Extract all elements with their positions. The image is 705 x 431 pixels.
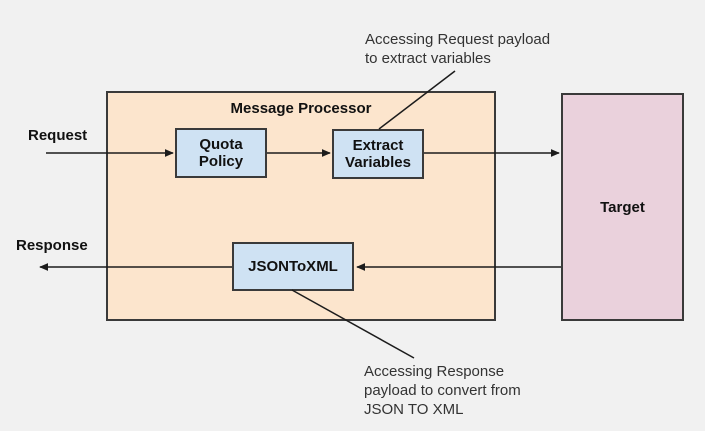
request-label: Request bbox=[28, 127, 88, 144]
request-payload-annotation: Accessing Request payload to extract var… bbox=[365, 30, 550, 68]
extract-variables-label-line1: Extract bbox=[352, 137, 404, 154]
json-to-xml-node: JSONToXML bbox=[232, 242, 354, 291]
target-node: Target bbox=[561, 93, 684, 321]
extract-variables-label: Extract Variables bbox=[345, 137, 411, 171]
json-to-xml-label: JSONToXML bbox=[248, 258, 338, 275]
extract-variables-label-line2: Variables bbox=[345, 154, 411, 171]
request-payload-annotation-line1: Accessing Request payload bbox=[365, 31, 551, 48]
extract-variables-node: Extract Variables bbox=[332, 129, 424, 179]
message-processor-title: Message Processor bbox=[230, 100, 372, 117]
response-payload-annotation-line3: JSON TO XML bbox=[364, 401, 464, 418]
quota-policy-label-line1: Quota bbox=[199, 136, 243, 153]
quota-policy-label-line2: Policy bbox=[198, 153, 244, 170]
response-payload-annotation-line2: payload to convert from bbox=[364, 382, 521, 399]
response-payload-annotation: Accessing Response payload to convert fr… bbox=[364, 362, 521, 419]
response-payload-annotation-line1: Accessing Response bbox=[364, 363, 505, 380]
quota-policy-label: Quota Policy bbox=[199, 136, 243, 170]
target-label: Target bbox=[600, 198, 645, 216]
response-label: Response bbox=[16, 237, 88, 254]
request-payload-annotation-line2: to extract variables bbox=[365, 50, 491, 67]
quota-policy-node: Quota Policy bbox=[175, 128, 267, 178]
